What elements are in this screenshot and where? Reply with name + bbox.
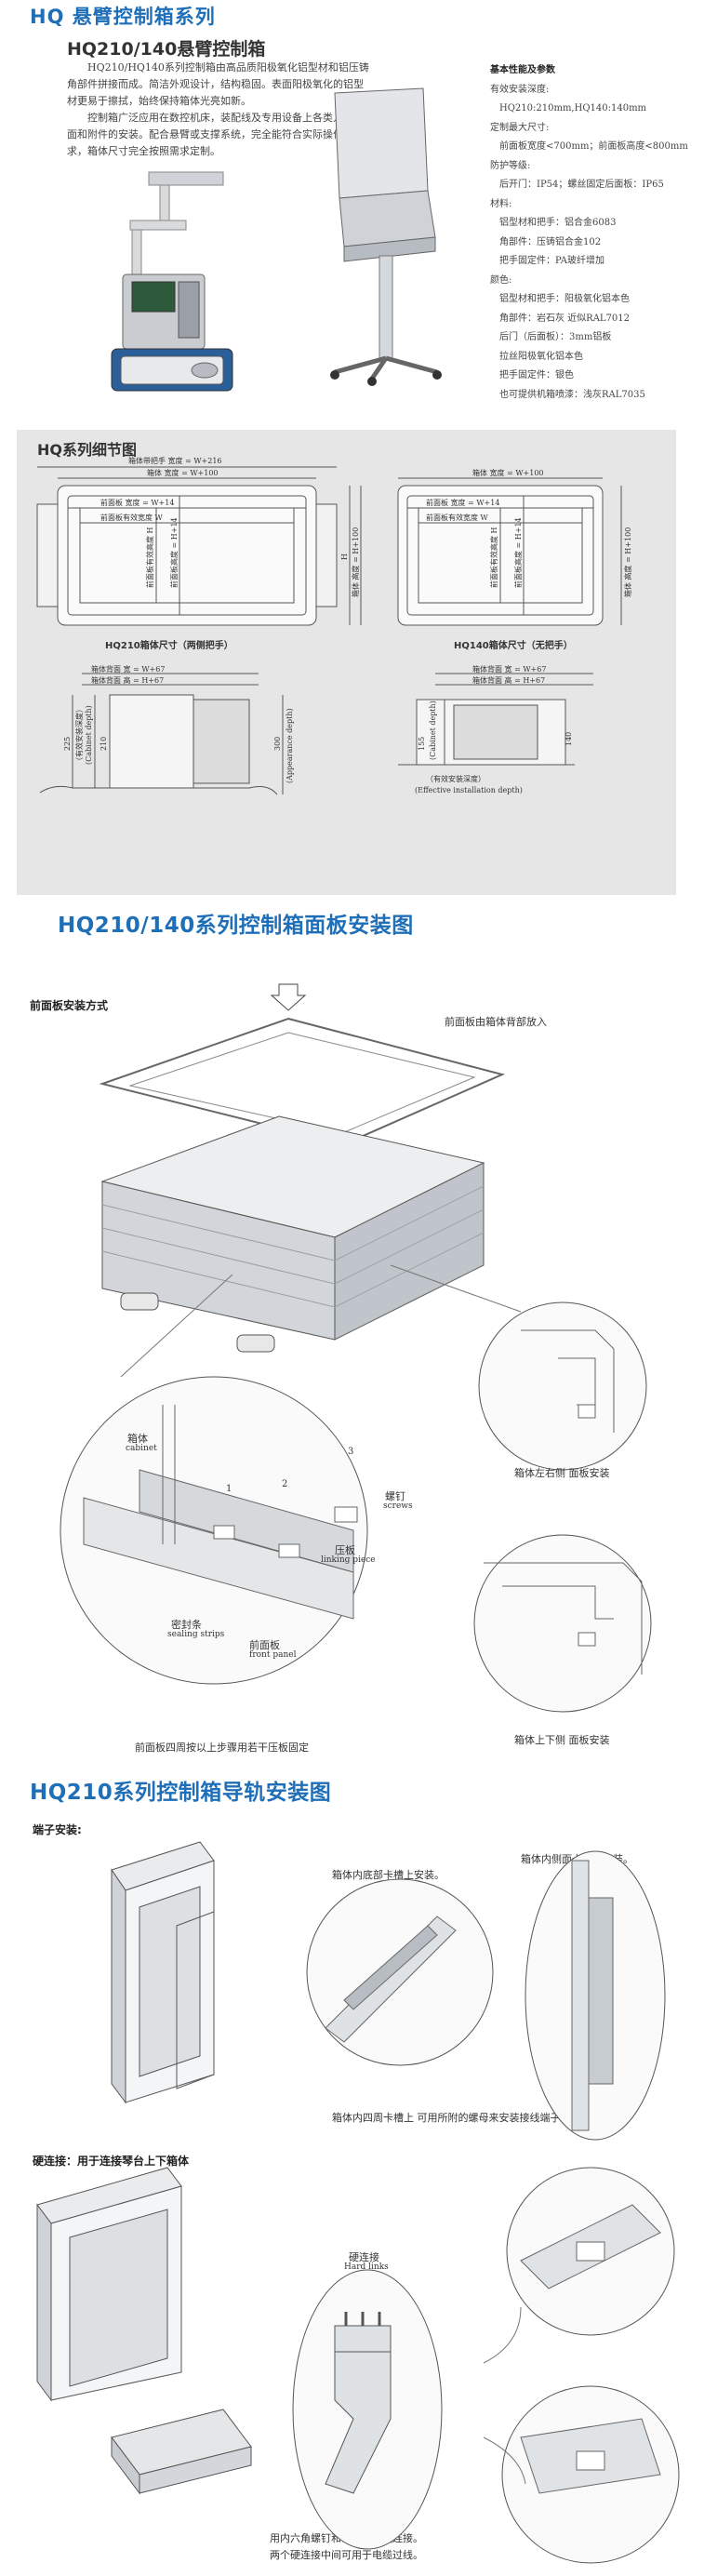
product-illustration-stand [330,87,442,386]
label-sealing-en: sealing strips [167,1630,225,1639]
hq140-caption: HQ140箱体尺寸（无把手） [454,639,573,651]
cab-depth-cn: （有效安装深度） [74,705,84,765]
spec-material-3: 把手固定件：PA玻纤增加 [499,256,605,266]
label-screws-en: screws [383,1502,413,1511]
spec-ip-value: 后开门：IP54；螺丝固定后面板：IP65 [499,180,664,190]
cab-depth-en: (Cabinet depth) [85,705,93,765]
spec-list: 基本性能及参数 有效安装深度: HQ210:210mm,HQ140:140mm … [490,61,695,405]
detail-drawing: 箱体带把手 宽度 = W+216 箱体 宽度 = W+100 前面板 宽度 = … [36,456,632,795]
spec-size-label: 定制最大尺寸: [490,122,550,133]
spec-material-label: 材料: [490,198,512,209]
dim-155: 155 [418,737,426,751]
label-linking-en: linking piece [321,1555,376,1565]
eff-depth-cn: （有效安装深度） [426,774,485,783]
label-front-cn: 前面板 [249,1639,280,1651]
spec-size-value: 前面板宽度<700mm；前面板高度<800mm [499,141,688,152]
dim-panel-width: 前面板 宽度 = W+14 [100,498,174,507]
dim-box-height-210: 箱体 高度 = H+100 [351,527,360,597]
step-note: 前面板四周按以上步骤用若干压板固定 [135,1742,309,1754]
spec-color-3: 后门（后面板）：3mm铝板 [499,332,612,342]
hard-link-cn: 硬连接 [349,2251,379,2263]
hard-link-en: Hard links [344,2262,389,2272]
step-2: 2 [282,1479,288,1489]
spec-color-4: 拉丝阳极氧化铝本色 [499,351,583,362]
from-back-label: 前面板由箱体背部放入 [445,1016,547,1028]
cab-depth-en-140: (Cabinet depth) [429,701,437,760]
intro-paragraph-1: HQ210/HQ140系列控制箱由高品质阳极氧化铝型材和铝压铸角部件拼接而成。简… [67,61,369,107]
dim-h: H [340,554,349,560]
spec-color-label: 颜色: [490,274,512,286]
label-linking-cn: 压板 [335,1544,355,1556]
label-cabinet-en: cabinet [126,1444,157,1453]
dim-back-width-140: 箱体背面 宽 = W+67 [472,664,546,674]
dim-box-width: 箱体 宽度 = W+100 [147,468,219,477]
front-method-label: 前面板安装方式 [30,999,109,1012]
inner-bottom-label: 箱体内底部卡槽上安装。 [332,1869,445,1881]
spec-depth-label: 有效安装深度: [490,84,550,95]
spec-title: 基本性能及参数 [490,65,555,75]
step-3: 3 [348,1447,354,1457]
rail-install-title: HQ210系列控制箱导轨安装图 [30,1781,332,1805]
eff-depth-en: (Effective installation depth) [415,786,523,794]
label-screws-cn: 螺钉 [385,1490,405,1502]
spec-color-2: 角部件：岩石灰 近似RAL7012 [499,313,631,324]
panel-install-title: HQ210/140系列控制箱面板安装图 [58,914,414,938]
dim-panel-width-140: 前面板 宽度 = W+14 [426,498,499,507]
spec-color-6: 也可提供机箱喷漆：浅灰RAL7035 [499,389,645,400]
dim-eff-height-140: 前面板有效高度 H [489,527,498,588]
intro-text: HQ210/HQ140系列控制箱由高品质阳极氧化铝型材和铝压铸角部件拼接而成。简… [67,60,369,160]
spec-color-1: 铝型材和把手：阳极氧化铝本色 [499,294,630,304]
dim-panel-height-140: 前面板高度 = H+14 [513,517,523,588]
dim-panel-height: 前面板高度 = H+14 [169,517,179,588]
dim-eff-height: 前面板有效高度 H [145,527,154,588]
label-sealing-cn: 密封条 [171,1619,202,1631]
hard-link-title: 硬连接：用于连接琴台上下箱体 [33,2155,190,2168]
dim-panel-eff-width: 前面板有效宽度 W [100,513,164,522]
model-title: HQ210/140悬臂控制箱 [67,39,266,60]
dim-300: 300 [273,737,282,751]
dim-panel-eff-width-140: 前面板有效宽度 W [426,513,489,522]
app-depth-en: (Appearance depth) [286,708,294,783]
dim-225: 225 [63,737,72,751]
product-illustration-arm [111,171,233,392]
spec-material-2: 角部件：压铸铝合金102 [499,236,602,247]
dim-box-width-140: 箱体 宽度 = W+100 [472,468,544,477]
top-bottom-caption: 箱体上下侧 面板安装 [514,1734,610,1746]
label-front-en: front panel [249,1650,297,1660]
dim-back-width-210: 箱体背面 宽 = W+67 [91,664,165,674]
rail-install-drawing [36,1841,680,2564]
spec-ip-label: 防护等级: [490,160,531,171]
dim-210: 210 [100,737,108,751]
detail-title: HQ系列细节图 [37,441,137,459]
label-cabinet-cn: 箱体 [127,1433,148,1445]
terminal-title: 端子安装: [33,1823,82,1836]
hard-note-2: 两个硬连接中间可用于电缆过线。 [270,2549,423,2561]
hq210-caption: HQ210箱体尺寸（两侧把手） [105,639,233,651]
dim-back-height-210: 箱体背面 高 = H+67 [91,675,164,685]
dim-back-height-140: 箱体背面 高 = H+67 [472,675,545,685]
left-right-caption: 箱体左右侧 面板安装 [514,1467,610,1479]
four-side-label: 箱体内四周卡槽上 可用所附的螺母来安装接线端子。 [332,2112,571,2124]
spec-depth-value: HQ210:210mm,HQ140:140mm [499,103,647,113]
spec-color-5: 把手固定件：银色 [499,370,574,380]
spec-material-1: 铝型材和把手：铝合金6083 [499,218,617,228]
panel-install-drawing [60,983,652,1713]
dim-box-height-140: 箱体 高度 = H+100 [623,527,632,597]
dim-140: 140 [565,732,573,746]
step-1: 1 [226,1484,232,1494]
series-title: HQ 悬臂控制箱系列 [30,6,216,28]
intro-paragraph-2: 控制箱广泛应用在数控机床，装配线及专用设备上各类人机界面和附件的安装。配合悬臂或… [67,112,364,157]
dim-handle-width: 箱体带把手 宽度 = W+216 [128,456,222,465]
